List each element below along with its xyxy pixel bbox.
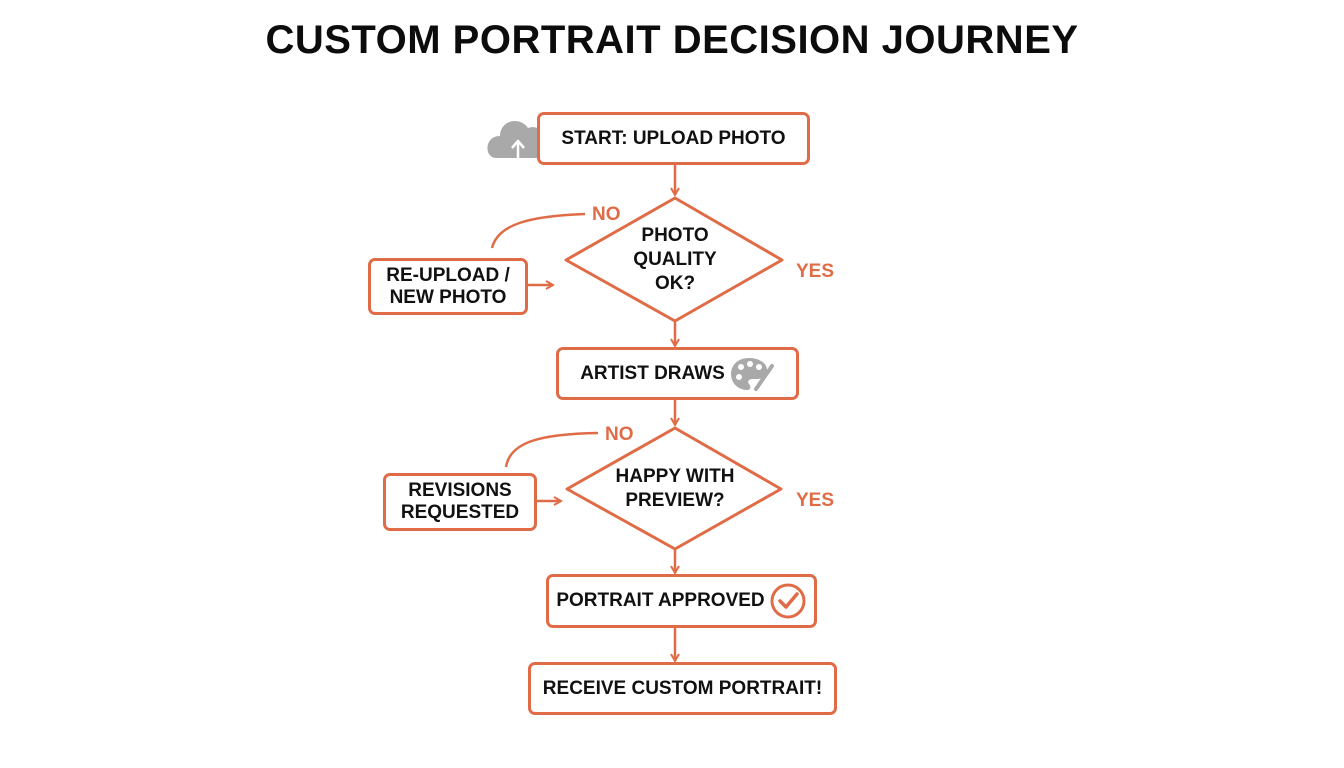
revisions-box: REVISIONS REQUESTED [383, 473, 537, 531]
receive-portrait-box: RECEIVE CUSTOM PORTRAIT! [528, 662, 837, 715]
start-upload-label: START: UPLOAD PHOTO [561, 127, 786, 149]
page-title: CUSTOM PORTRAIT DECISION JOURNEY [265, 18, 1079, 62]
start-upload-box: START: UPLOAD PHOTO [537, 112, 810, 165]
reupload-line2: NEW PHOTO [389, 286, 507, 308]
revisions-line2: REQUESTED [400, 502, 520, 523]
curve-preview-no [504, 431, 599, 468]
label-quality-yes: YES [796, 261, 835, 282]
photo-quality-text: PHOTO QUALITY OK? [585, 222, 765, 298]
curve-quality-no [490, 212, 586, 249]
artist-draws-box: ARTIST DRAWS [556, 347, 799, 400]
diamond-happy-preview [565, 426, 783, 551]
portrait-approved-label: PORTRAIT APPROVED [556, 590, 765, 611]
label-preview-no: NO [605, 424, 634, 445]
photo-quality-line2: QUALITY [633, 249, 717, 270]
photo-quality-line3: OK? [654, 273, 696, 294]
label-preview-yes: YES [796, 490, 835, 511]
artist-draws-label: ARTIST DRAWS [580, 362, 725, 384]
reupload-box: RE-UPLOAD / NEW PHOTO [368, 258, 528, 315]
reupload-line1: RE-UPLOAD / [386, 264, 510, 286]
happy-preview-line2: PREVIEW? [625, 490, 725, 511]
label-quality-no: NO [592, 204, 621, 225]
palette-icon [730, 357, 774, 391]
receive-portrait-label: RECEIVE CUSTOM PORTRAIT! [542, 677, 823, 699]
diamond-photo-quality [564, 196, 784, 323]
check-circle-icon [770, 583, 806, 619]
cloud-upload-icon [487, 121, 551, 162]
portrait-approved-box: PORTRAIT APPROVED [546, 574, 817, 628]
revisions-line1: REVISIONS [408, 480, 512, 501]
happy-preview-line1: HAPPY WITH [615, 466, 735, 487]
happy-preview-text: HAPPY WITH PREVIEW? [585, 464, 765, 514]
photo-quality-line1: PHOTO [641, 225, 709, 246]
